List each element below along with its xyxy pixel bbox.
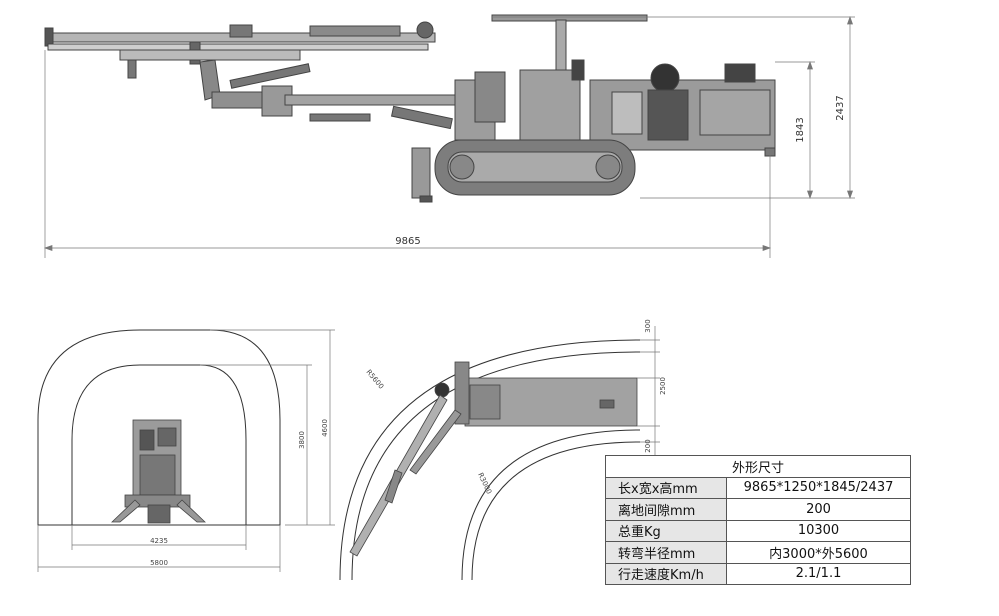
tunnel-section — [37, 329, 281, 526]
side-view-dimension-lines — [43, 15, 855, 258]
turning-dimension-lines — [637, 326, 660, 455]
turn-dim-bottom: 200 — [644, 439, 652, 452]
spec-row: 离地间隙mm 200 — [605, 498, 911, 521]
side-height-high-dimension: 2437 — [835, 95, 846, 120]
turn-dim-mid: 2500 — [659, 377, 667, 395]
spec-label: 离地间隙mm — [605, 498, 727, 521]
turn-dim-top: 300 — [644, 319, 652, 332]
spec-row: 转弯半径mm 内3000*外5600 — [605, 541, 911, 564]
turning-arcs — [339, 339, 641, 581]
tunnel-inner-height: 3800 — [298, 431, 306, 449]
spec-label: 总重Kg — [605, 519, 727, 542]
tunnel-inner-width: 4235 — [150, 537, 168, 545]
turn-radius-outer: R5600 — [364, 368, 385, 391]
spec-label: 行走速度Km/h — [605, 562, 727, 585]
tunnel-outer-width: 5800 — [150, 559, 168, 567]
side-view-rig — [44, 14, 776, 203]
spec-value: 2.1/1.1 — [726, 562, 911, 585]
spec-value: 内3000*外5600 — [726, 541, 911, 564]
side-height-low-dimension: 1843 — [795, 117, 806, 142]
spec-row: 总重Kg 10300 — [605, 519, 911, 542]
spec-label: 长x宽x高mm — [605, 476, 727, 499]
tunnel-outer-height: 4600 — [321, 419, 329, 437]
spec-value: 200 — [726, 498, 911, 521]
spec-value: 9865*1250*1845/2437 — [726, 476, 911, 499]
tunnel-rig-front — [111, 419, 206, 524]
side-length-dimension: 9865 — [395, 236, 420, 247]
tunnel-dimension-lines — [37, 329, 335, 572]
spec-row: 行走速度Km/h 2.1/1.1 — [605, 562, 911, 585]
turning-rig-top — [349, 361, 638, 557]
spec-label: 转弯半径mm — [605, 541, 727, 564]
spec-table: 外形尺寸 长x宽x高mm 9865*1250*1845/2437 离地间隙mm … — [605, 455, 911, 585]
spec-value: 10300 — [726, 519, 911, 542]
spec-row: 长x宽x高mm 9865*1250*1845/2437 — [605, 476, 911, 499]
spec-table-title: 外形尺寸 — [605, 455, 911, 478]
